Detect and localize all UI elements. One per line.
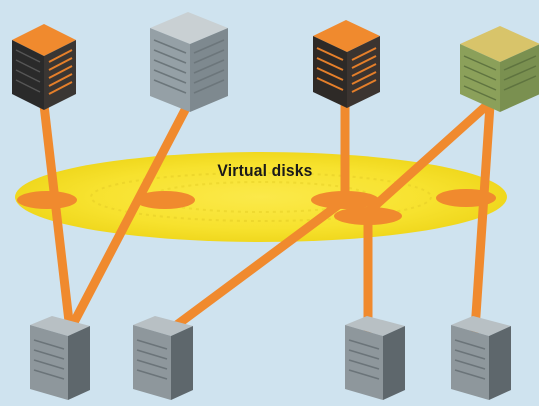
server-4 (451, 316, 511, 400)
pad-3 (311, 191, 379, 209)
pad-4 (334, 207, 402, 225)
link-array4-server4 (470, 100, 495, 335)
storage-array-3 (313, 20, 380, 108)
pad-1 (17, 191, 77, 209)
storage-array-2 (150, 12, 228, 112)
ring-attachment-pads (17, 189, 496, 225)
storage-array-1 (12, 24, 76, 110)
connection-links (39, 93, 500, 335)
server-3 (345, 316, 405, 400)
storage-array-4 (460, 26, 539, 112)
link-ring-server2 (165, 195, 350, 335)
link-array2-server1 (65, 105, 190, 335)
link-array4-ring (363, 93, 500, 217)
pad-2 (135, 191, 195, 209)
server-2 (133, 316, 193, 400)
link-array1-server1 (39, 100, 75, 335)
server-1 (30, 316, 90, 400)
ring-label: Virtual disks (217, 161, 313, 180)
pad-5 (436, 189, 496, 207)
